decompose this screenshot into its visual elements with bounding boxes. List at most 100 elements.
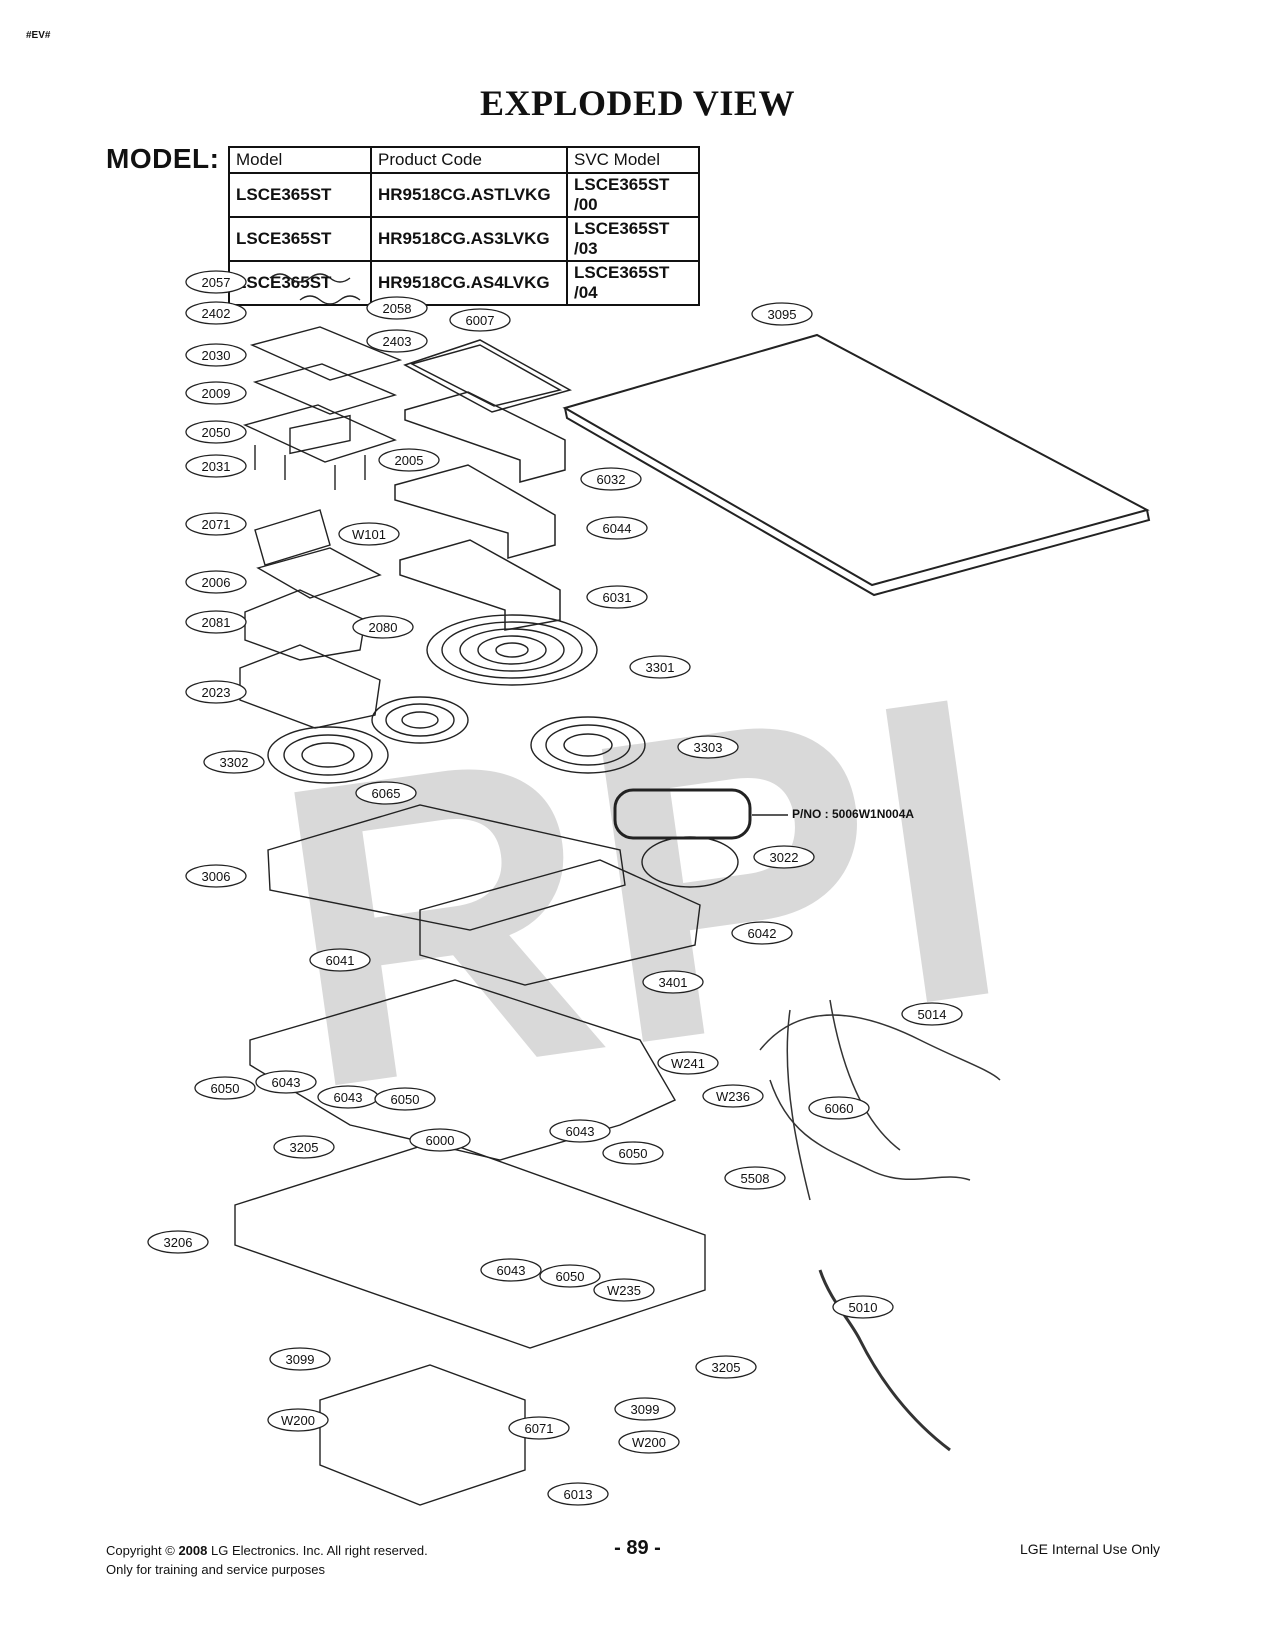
callout-label: 3303 [694, 740, 723, 755]
callout-bubble [185, 570, 247, 594]
callout-bubble [449, 308, 511, 332]
copyright-prefix: Copyright © [106, 1543, 175, 1558]
part-callout: 3401 [642, 970, 704, 994]
callout-bubble [255, 1070, 317, 1094]
part-callout: 5010 [832, 1295, 894, 1319]
part-callout: W236 [702, 1084, 764, 1108]
callout-bubble [185, 864, 247, 888]
callout-bubble [753, 845, 815, 869]
part-callout: 3022 [753, 845, 815, 869]
callout-bubble [695, 1355, 757, 1379]
callout-label: 2402 [202, 306, 231, 321]
callout-label: 2009 [202, 386, 231, 401]
part-callout: 6050 [602, 1141, 664, 1165]
control-assembly [239, 273, 403, 729]
footer-copyright: Copyright © 2008 LG Electronics. Inc. Al… [106, 1541, 428, 1579]
callout-label: 2058 [383, 301, 412, 316]
training-note: Only for training and service purposes [106, 1562, 325, 1577]
table-row: LSCE365ST HR9518CG.ASTLVKG LSCE365ST /00 [228, 172, 700, 218]
callout-label: 6032 [597, 472, 626, 487]
part-callout: 6042 [731, 921, 793, 945]
callout-bubble [593, 1278, 655, 1302]
part-callout: 3006 [185, 864, 247, 888]
callout-bubble [267, 1408, 329, 1432]
callout-bubble [539, 1264, 601, 1288]
part-callout: 6050 [194, 1076, 256, 1100]
part-callout: 3206 [147, 1230, 209, 1254]
callout-bubble [185, 420, 247, 444]
callout-bubble [185, 680, 247, 704]
callout-bubble [586, 585, 648, 609]
part-callout: 6031 [586, 585, 648, 609]
callout-label: 6050 [391, 1092, 420, 1107]
callout-label: 5010 [849, 1300, 878, 1315]
table-row: LSCE365ST HR9518CG.AS4LVKG LSCE365ST /04 [228, 260, 700, 306]
part-callout: 3303 [677, 735, 739, 759]
part-callout: 2403 [366, 329, 428, 353]
callout-label: 6050 [619, 1146, 648, 1161]
part-callout: 6044 [586, 516, 648, 540]
callout-label: 2057 [202, 275, 231, 290]
glass-cooktop [562, 333, 1151, 597]
model-label: MODEL: [106, 143, 220, 174]
part-callout: 2080 [352, 615, 414, 639]
callout-bubble [642, 970, 704, 994]
part-callout: 6007 [449, 308, 511, 332]
page-number: - 89 - [614, 1537, 661, 1559]
callout-label: 6060 [825, 1101, 854, 1116]
callout-bubble [657, 1051, 719, 1075]
callout-label: 2030 [202, 348, 231, 363]
callout-label: 6000 [426, 1133, 455, 1148]
part-callout: W241 [657, 1051, 719, 1075]
part-callout: W200 [618, 1430, 680, 1454]
table-cell: LSCE365ST /00 [566, 172, 700, 218]
callout-label: 3206 [164, 1235, 193, 1250]
part-callout: 5014 [901, 1002, 963, 1026]
table-cell: LSCE365ST [228, 172, 372, 218]
callout-bubble [366, 296, 428, 320]
part-callout: 2005 [378, 448, 440, 472]
part-callout: W200 [267, 1408, 329, 1432]
callout-label: 3022 [770, 850, 799, 865]
callout-label: 3099 [631, 1402, 660, 1417]
callout-label: W101 [352, 527, 386, 542]
part-number-note: P/NO : 5006W1N004A [792, 807, 914, 821]
callout-label: W241 [671, 1056, 705, 1071]
callout-bubble [194, 1076, 256, 1100]
internal-note: LGE Internal Use Only [1020, 1541, 1161, 1557]
callout-label: 6050 [556, 1269, 585, 1284]
callout-label: 3205 [712, 1360, 741, 1375]
model-table-header: Model Product Code SVC Model [228, 146, 700, 174]
callout-bubble [901, 1002, 963, 1026]
callout-bubble [547, 1482, 609, 1506]
callout-bubble [374, 1087, 436, 1111]
part-callout: 2006 [185, 570, 247, 594]
part-callout: 3099 [269, 1347, 331, 1371]
part-callout: 2009 [185, 381, 247, 405]
table-row: LSCE365ST HR9518CG.AS3LVKG LSCE365ST /03 [228, 216, 700, 262]
part-callout: 6050 [539, 1264, 601, 1288]
callout-bubble [586, 516, 648, 540]
col-header-model: Model [228, 146, 372, 174]
heating-elements [267, 614, 752, 888]
watermark: RPI [253, 605, 1030, 1180]
part-callout: 3095 [751, 302, 813, 326]
callout-label: 2081 [202, 615, 231, 630]
copyright-suffix: LG Electronics. Inc. All right reserved. [211, 1543, 428, 1558]
callout-label: 6050 [211, 1081, 240, 1096]
callout-bubble [273, 1135, 335, 1159]
model-table: Model Product Code SVC Model LSCE365ST H… [228, 146, 700, 306]
callout-label: 3205 [290, 1140, 319, 1155]
part-callout: 2071 [185, 512, 247, 536]
part-callout: 5508 [724, 1166, 786, 1190]
callout-label: 3301 [646, 660, 675, 675]
part-callout: 6071 [508, 1416, 570, 1440]
callout-bubble [185, 512, 247, 536]
part-callout: 6013 [547, 1482, 609, 1506]
callout-label: 6007 [466, 313, 495, 328]
callout-label: 3099 [286, 1352, 315, 1367]
part-callout: 6065 [355, 781, 417, 805]
callout-label: W200 [632, 1435, 666, 1450]
callout-bubble [618, 1430, 680, 1454]
callout-bubble [629, 655, 691, 679]
